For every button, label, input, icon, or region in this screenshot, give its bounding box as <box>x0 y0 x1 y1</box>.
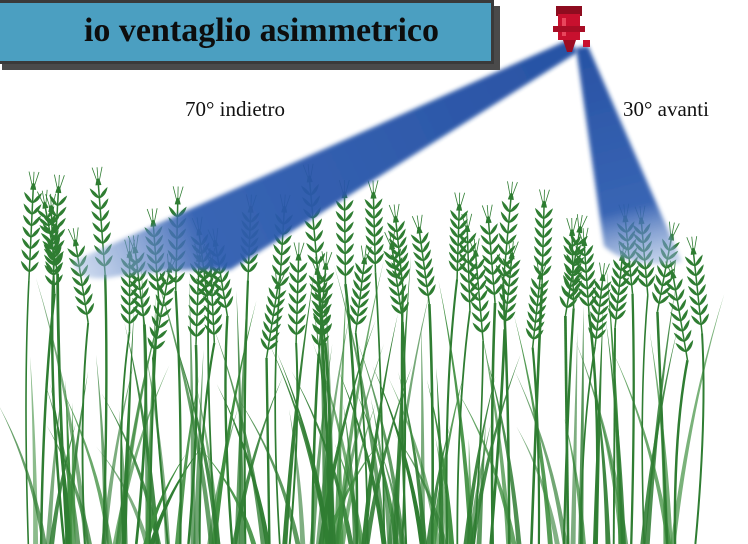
wheat-stalk <box>410 214 436 544</box>
grass-leaf <box>309 343 333 544</box>
grass-leaf <box>364 365 413 544</box>
grass-leaf <box>216 383 271 544</box>
title-banner: io ventaglio asimmetrico <box>0 0 494 64</box>
grass-leaf <box>469 354 521 544</box>
diagram-title: io ventaglio asimmetrico <box>83 12 439 49</box>
wheat-stalk <box>559 214 588 544</box>
grass-leaf <box>605 319 626 544</box>
wheat-stalk <box>335 179 359 544</box>
grass-leaf <box>591 385 625 544</box>
wheat-stalk <box>664 259 694 544</box>
grass-leaf <box>592 303 604 544</box>
grass-leaf <box>237 397 301 544</box>
wheat-stalk <box>467 238 491 544</box>
grass-leaf <box>480 326 512 544</box>
grass-leaf <box>372 365 425 544</box>
wheat-stalk <box>349 245 374 544</box>
wheat-stalk <box>260 270 287 544</box>
wheat-stalk <box>575 227 599 544</box>
wheat-stalk <box>147 253 178 544</box>
grass-leaf <box>121 309 135 544</box>
backward-angle-label: 70° indietro <box>185 97 285 121</box>
wheat-stalk <box>287 242 308 544</box>
spray-fan-forward <box>576 46 682 264</box>
grass-leaf <box>173 336 221 544</box>
spray-fan-backward <box>72 40 578 279</box>
grass-leaf <box>193 349 204 544</box>
wheat-stalk <box>386 203 410 544</box>
grass-leaf <box>45 392 62 544</box>
grass-leaf <box>0 407 47 544</box>
wheat-field <box>0 163 725 544</box>
grass-leaf <box>339 403 376 544</box>
grass-leaf <box>467 423 492 544</box>
grass-leaf <box>200 448 257 544</box>
grass-leaf <box>514 315 553 544</box>
grass-leaf <box>456 390 517 544</box>
grass-leaf <box>463 375 496 544</box>
grass-leaf <box>116 308 162 544</box>
grass-leaf <box>516 426 560 544</box>
grass-leaf <box>361 313 398 544</box>
grass-leaf <box>649 332 673 544</box>
wheat-stalk <box>579 262 612 544</box>
grass-leaf <box>640 330 678 544</box>
grass-leaf <box>370 398 393 544</box>
spray-nozzle-icon <box>553 6 590 52</box>
grass-leaf <box>65 380 73 544</box>
grass-leaf <box>570 331 578 544</box>
grass-leaf <box>211 300 257 544</box>
grass-leaf <box>269 344 331 544</box>
grass-leaf <box>334 265 387 544</box>
wheat-stalk <box>36 189 69 544</box>
grass-leaf <box>357 340 406 544</box>
grass-leaf <box>96 446 150 544</box>
grass-leaf <box>338 422 344 544</box>
grass-leaf <box>485 355 522 544</box>
grass-leaf <box>420 321 426 544</box>
wheat-stalk <box>608 242 631 544</box>
grass-leaf <box>438 280 474 544</box>
grass-leaf <box>46 425 92 544</box>
grass-leaf <box>343 403 358 544</box>
wheat-stalk <box>89 166 113 544</box>
wheat-stalk <box>20 171 43 544</box>
grass-leaf <box>334 343 385 544</box>
grass-leaf <box>593 371 611 544</box>
grass-leaf <box>151 262 215 544</box>
grass-leaf <box>231 376 283 544</box>
grass-leaf <box>398 371 428 544</box>
wheat-stalk <box>684 236 709 544</box>
grass-leaf <box>436 367 445 544</box>
grass-leaf <box>143 453 187 544</box>
wheat-stalk <box>525 260 550 544</box>
wheat-stalk <box>495 181 520 544</box>
forward-angle-label: 30° avanti <box>623 97 709 121</box>
grass-leaf <box>101 363 134 544</box>
wheat-stalk <box>364 180 386 544</box>
wheat-stalk <box>308 256 334 544</box>
grass-leaf <box>291 371 354 544</box>
grass-leaf <box>388 377 441 544</box>
grass-leaf <box>316 313 350 544</box>
grass-leaf <box>289 409 306 544</box>
grass-leaf <box>515 371 568 544</box>
grass-leaf <box>644 281 677 544</box>
wheat-stalk <box>479 204 503 544</box>
grass-leaf <box>282 269 315 544</box>
grass-leaf <box>213 327 266 544</box>
grass-leaf <box>70 402 76 544</box>
